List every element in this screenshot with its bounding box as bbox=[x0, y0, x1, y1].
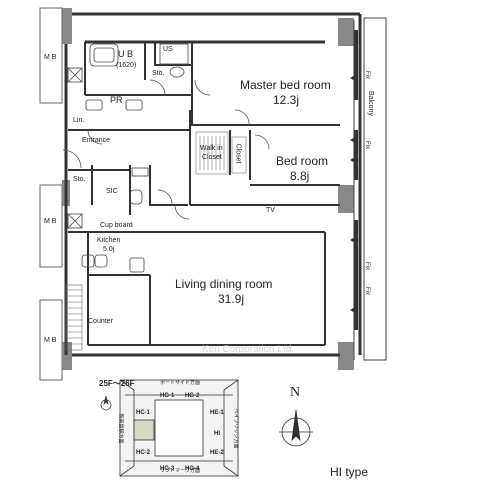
cupboard-label: Cup board bbox=[100, 222, 133, 229]
key-plan-right-label: ベイブリッジ方面 bbox=[232, 408, 239, 449]
closet-label: Closet bbox=[234, 143, 242, 164]
living-dining-size-label: 31.9j bbox=[218, 292, 245, 306]
unit-hg2: HG-2 bbox=[185, 393, 200, 399]
fix-label-3: Fix bbox=[364, 262, 370, 270]
counter-label: Counter bbox=[88, 318, 113, 325]
entrance-label: Entrance bbox=[82, 137, 111, 144]
floors-label: 25F～26F bbox=[99, 379, 135, 388]
fix-label-4: Fix bbox=[364, 287, 370, 295]
bedroom-label: Bed room bbox=[276, 154, 329, 168]
key-plan-bottom-label: ランドマーク方面 bbox=[160, 468, 201, 474]
walkin-closet-label-1: Walk in bbox=[200, 145, 223, 152]
mb-label-1: M B bbox=[44, 54, 57, 61]
sic-label: SIC bbox=[106, 188, 118, 195]
fix-label-2: Fix bbox=[364, 141, 370, 149]
mb-label-3: M B bbox=[44, 337, 57, 344]
ub-label: U B bbox=[118, 49, 134, 59]
key-plan-top-label: ポートサイド方面 bbox=[160, 380, 201, 386]
pr-label: PR bbox=[110, 95, 123, 105]
unit-hc2: HC-2 bbox=[136, 450, 151, 456]
unit-hg1: HG-1 bbox=[160, 393, 175, 399]
unit-hi: HI bbox=[214, 431, 220, 437]
kitchen-label: Kitchen bbox=[97, 237, 121, 244]
unit-hg4: HG-4 bbox=[185, 466, 200, 472]
mb-label-2: M B bbox=[44, 218, 57, 225]
kitchen-size-label: 5.0j bbox=[103, 246, 115, 253]
tv-label: TV bbox=[266, 207, 275, 214]
unit-hc1: HC-1 bbox=[136, 410, 151, 416]
compass-rose-icon bbox=[279, 409, 313, 447]
bedroom-size-label: 8.8j bbox=[290, 169, 310, 183]
lin-label: Lin. bbox=[73, 117, 85, 124]
master-bedroom-size-label: 12.3j bbox=[273, 93, 300, 107]
unit-he2: HE-2 bbox=[210, 450, 224, 456]
walkin-closet-label-2: Closet bbox=[202, 154, 222, 161]
key-plan-frame bbox=[119, 379, 239, 477]
north-label: N bbox=[290, 385, 301, 400]
unit-he1: HE-1 bbox=[210, 410, 224, 416]
sto-top-label: Sto. bbox=[152, 70, 165, 77]
balcony-label: Balcony bbox=[366, 91, 374, 116]
watermark: Ken Corporation Ltd. bbox=[202, 344, 294, 355]
living-dining-label: Living dining room bbox=[175, 277, 273, 291]
master-bedroom-label: Master bed room bbox=[240, 78, 331, 92]
type-label: HI type bbox=[330, 465, 369, 479]
small-compass bbox=[100, 395, 112, 411]
ub-size-label: (1620) bbox=[116, 62, 137, 69]
unit-hg3: HG-3 bbox=[160, 466, 175, 472]
fix-label-1: Fix bbox=[364, 71, 370, 79]
sto-left-label: Sto. bbox=[73, 176, 86, 183]
us-label: US bbox=[163, 46, 173, 53]
key-plan-left-label: 新高島駅方面 bbox=[117, 413, 124, 444]
